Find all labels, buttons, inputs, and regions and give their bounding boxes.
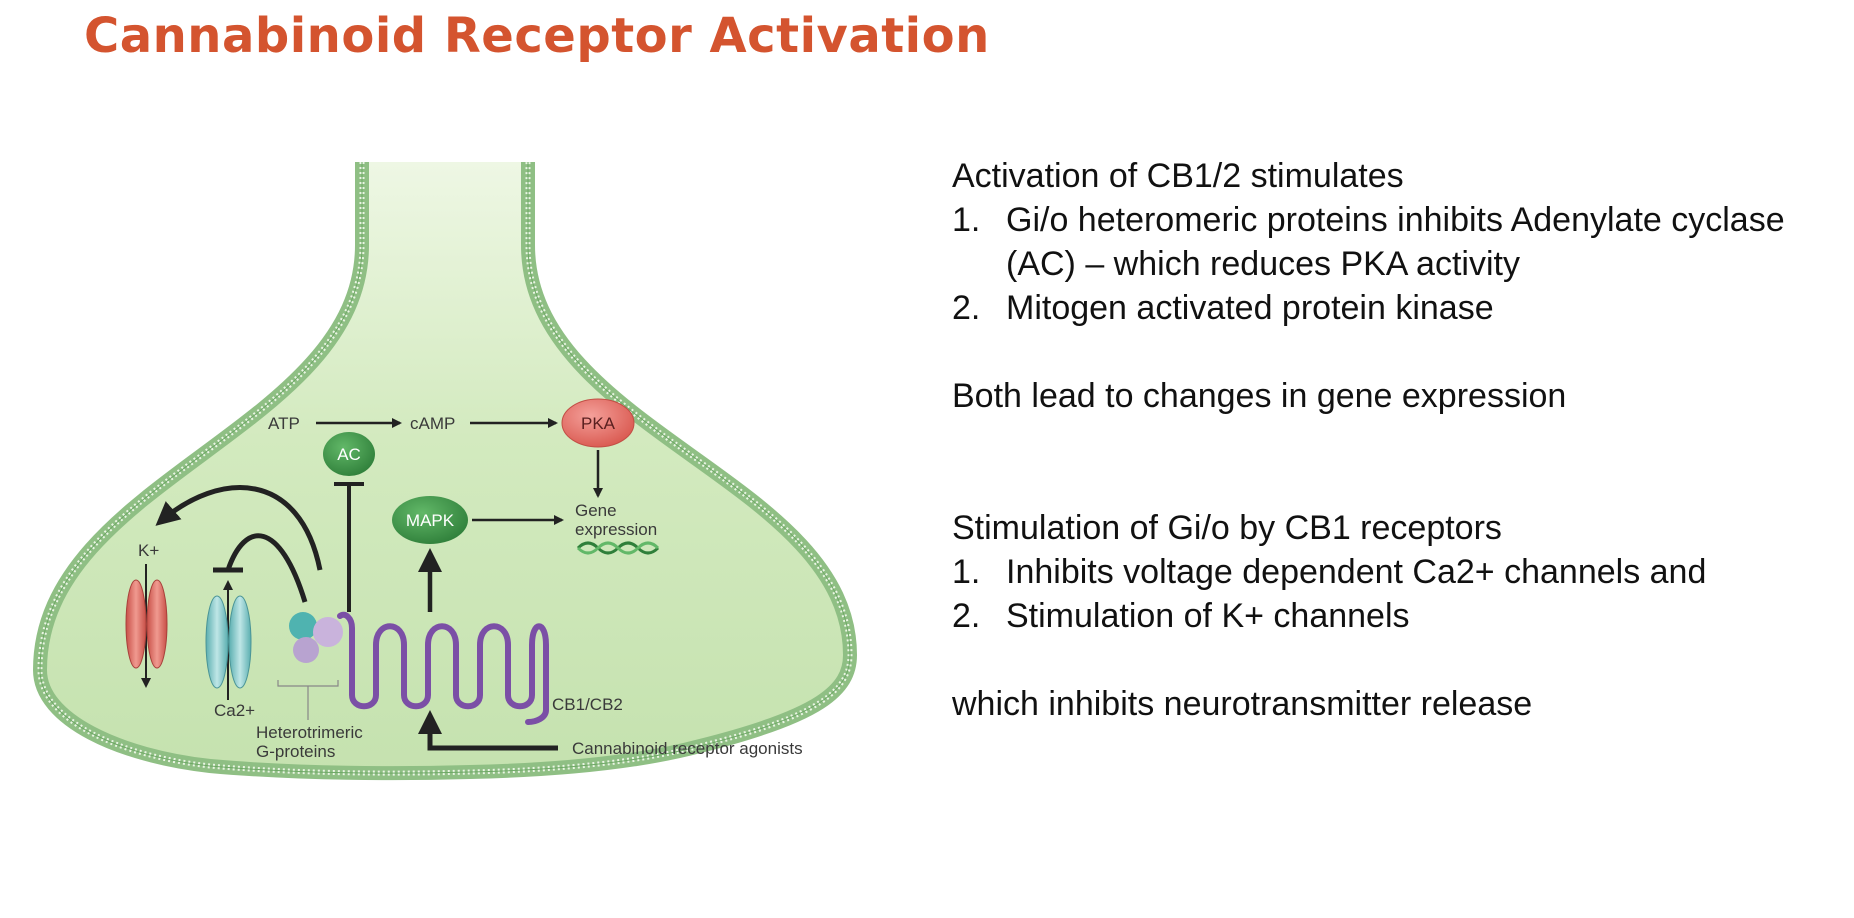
section2-list: 1. Inhibits voltage dependent Ca2+ chann…	[952, 550, 1832, 638]
ca-channel-inhibition-arc	[225, 533, 308, 603]
section1-item: 1. Gi/o heteromeric proteins inhibits Ad…	[952, 198, 1832, 286]
pka-node	[561, 398, 635, 448]
gene-expression-label-line2: expression	[575, 520, 657, 539]
cytoplasm	[40, 162, 850, 774]
g-protein-label-line1: Heterotrimeric	[256, 723, 363, 742]
pka-label: PKA	[581, 414, 616, 433]
k-channel-activation-arrow	[155, 485, 323, 571]
mapk-label: MAPK	[406, 511, 455, 530]
explanation-text: Activation of CB1/2 stimulates 1. Gi/o h…	[952, 154, 1832, 726]
agonist-arrow	[418, 710, 558, 751]
g-protein-bracket	[277, 680, 339, 720]
list-number: 1.	[952, 553, 981, 591]
section2-item: 2. Stimulation of K+ channels	[952, 594, 1832, 638]
ac-node	[323, 432, 375, 476]
section2-summary: which inhibits neurotransmitter release	[952, 685, 1533, 723]
cb-receptor-label: CB1/CB2	[552, 695, 623, 714]
cb-receptor	[337, 611, 549, 725]
section2-heading: Stimulation of Gi/o by CB1 receptors	[952, 509, 1502, 547]
list-item-text: Mitogen activated protein kinase	[1006, 289, 1494, 327]
g-protein-complex	[289, 612, 343, 663]
ac-label: AC	[337, 445, 361, 464]
ca-channel	[205, 595, 252, 689]
list-item-text: Gi/o heteromeric proteins inhibits Adeny…	[1006, 201, 1785, 283]
k-channel	[125, 579, 168, 669]
cannabinoid-signaling-diagram: ATP cAMP PKA AC MAPK Gene expression K+	[0, 150, 880, 918]
ca-channel-label: Ca2+	[214, 701, 255, 720]
list-item-text: Inhibits voltage dependent Ca2+ channels…	[1006, 553, 1707, 591]
section2-item: 1. Inhibits voltage dependent Ca2+ chann…	[952, 550, 1832, 594]
list-number: 2.	[952, 597, 981, 635]
agonist-label: Cannabinoid receptor agonists	[572, 739, 803, 758]
list-number: 1.	[952, 201, 981, 239]
section1-list: 1. Gi/o heteromeric proteins inhibits Ad…	[952, 198, 1832, 330]
section1-item: 2. Mitogen activated protein kinase	[952, 286, 1832, 330]
section1-heading: Activation of CB1/2 stimulates	[952, 157, 1404, 195]
mapk-node	[392, 496, 468, 544]
g-protein-label-line2: G-proteins	[256, 742, 335, 761]
atp-label: ATP	[268, 414, 300, 433]
section1-summary: Both lead to changes in gene expression	[952, 377, 1567, 415]
camp-label: cAMP	[410, 414, 455, 433]
gene-expression-label-line1: Gene	[575, 501, 617, 520]
list-item-text: Stimulation of K+ channels	[1006, 597, 1410, 635]
slide-title: Cannabinoid Receptor Activation	[84, 8, 990, 64]
dna-icon	[576, 541, 660, 555]
k-channel-label: K+	[138, 541, 159, 560]
list-number: 2.	[952, 289, 981, 327]
